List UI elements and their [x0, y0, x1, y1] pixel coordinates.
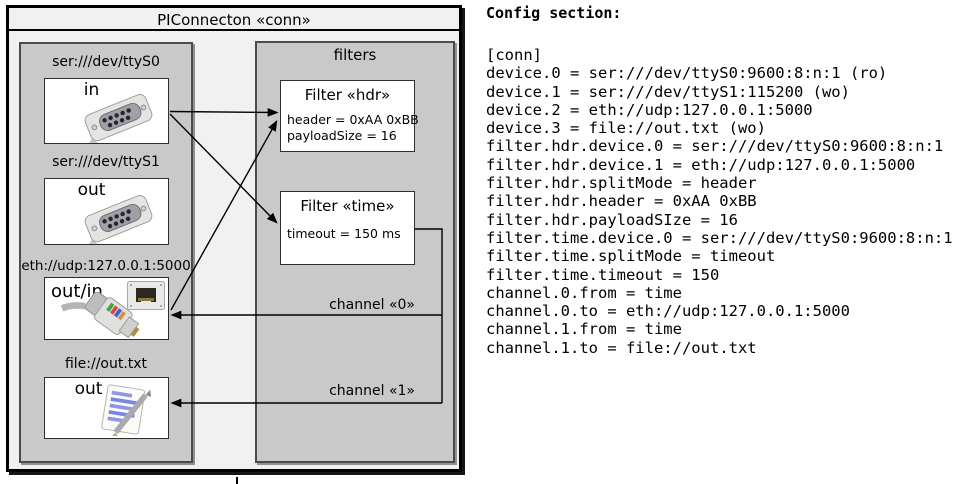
- config-line: filter.time.timeout = 150: [486, 265, 720, 284]
- config-line: device.2 = eth://udp:127.0.0.1:5000: [486, 100, 813, 119]
- filter-attr: header = 0xAA 0xBB: [287, 112, 419, 127]
- channel-1-label: channel «1»: [329, 383, 415, 399]
- config-line: filter.time.splitMode = timeout: [486, 247, 776, 266]
- ethernet-connector-icon: [60, 292, 140, 338]
- device-box-ttyS1: out: [44, 178, 169, 245]
- serial-connector-icon: [84, 94, 153, 143]
- filter-attr: timeout = 150 ms: [287, 226, 401, 241]
- config-heading: Config section:: [486, 4, 622, 22]
- device-title: out: [74, 379, 103, 399]
- filter-title: Filter «time»: [300, 197, 395, 215]
- diagram-title: PIConnecton «conn»: [9, 8, 459, 31]
- config-line: channel.1.to = file://out.txt: [486, 338, 757, 357]
- config-line: device.0 = ser:///dev/ttyS0:9600:8:n:1 (…: [486, 64, 888, 83]
- config-line: filter.hdr.device.0 = ser:///dev/ttyS0:9…: [486, 137, 944, 156]
- config-section: Config section: [conn] device.0 = ser://…: [486, 4, 962, 357]
- filters-group-title: filters: [333, 46, 377, 64]
- device-box-eth: out/in: [44, 277, 169, 340]
- device-label-ttyS1: ser:///dev/ttyS1: [52, 154, 160, 170]
- pencil-icon: [112, 389, 152, 436]
- device-box-ttyS0: in: [44, 78, 169, 144]
- frame-bottom-tick: [236, 477, 238, 484]
- device-label-file: file://out.txt: [64, 356, 148, 372]
- serial-connector-icon: [84, 195, 153, 244]
- filter-box-time: Filter «time» timeout = 150 ms: [280, 191, 415, 265]
- config-line: channel.0.from = time: [486, 283, 682, 302]
- device-title: out: [77, 180, 106, 200]
- notepad-icon: [101, 384, 152, 436]
- config-line: filter.hdr.payloadSIze = 16: [486, 210, 738, 229]
- device-label-eth: eth://udp:127.0.0.1:5000: [21, 258, 191, 274]
- ethernet-port-icon: [127, 281, 165, 310]
- config-line: channel.0.to = eth://udp:127.0.0.1:5000: [486, 302, 850, 321]
- config-line: filter.time.device.0 = ser:///dev/ttyS0:…: [486, 228, 953, 247]
- filter-box-hdr: Filter «hdr» header = 0xAA 0xBB payloadS…: [280, 80, 419, 152]
- config-line: [conn]: [486, 46, 542, 64]
- filter-title: Filter «hdr»: [304, 86, 391, 104]
- config-line: channel.1.from = time: [486, 320, 682, 339]
- filter-attr: payloadSize = 16: [287, 128, 397, 143]
- config-line: filter.hdr.device.1 = eth://udp:127.0.0.…: [486, 155, 916, 174]
- config-line: device.1 = ser:///dev/ttyS1:115200 (wo): [486, 82, 850, 101]
- device-title: out/in: [51, 281, 103, 302]
- device-label-ttyS0: ser:///dev/ttyS0: [52, 54, 160, 70]
- device-box-file: out: [44, 377, 169, 439]
- config-line: filter.hdr.header = 0xAA 0xBB: [486, 192, 757, 211]
- channel-0-label: channel «0»: [329, 297, 415, 313]
- config-line: device.3 = file://out.txt (wo): [486, 119, 766, 138]
- config-line: filter.hdr.splitMode = header: [486, 174, 757, 193]
- device-title: in: [83, 80, 100, 100]
